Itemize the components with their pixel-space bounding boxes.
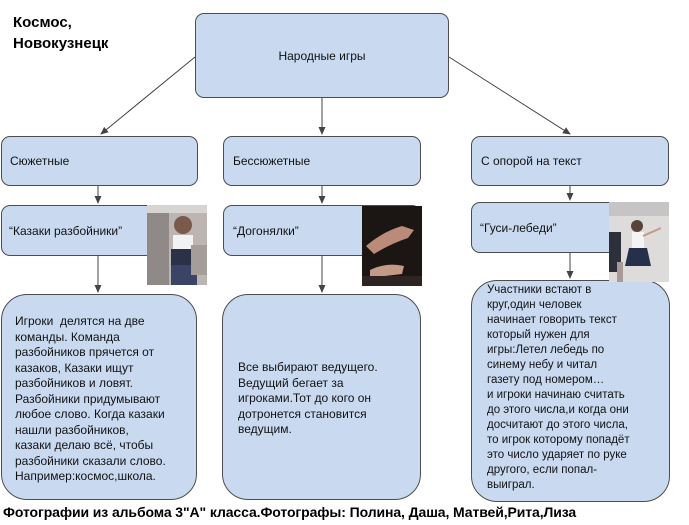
category-sujet-label: Сюжетные	[10, 154, 70, 168]
photo-dogonyalki-image	[362, 206, 422, 286]
game-kazaki-label: “Казаки разбойники”	[9, 223, 123, 238]
photo-kazaki	[147, 205, 207, 285]
description-dogonyalki	[222, 294, 421, 500]
title: Космос, Новокузнецк	[13, 14, 109, 52]
description-kazaki	[1, 294, 197, 500]
photo-dogonyalki	[362, 206, 422, 286]
photo-gusi-image	[609, 202, 669, 282]
root-label: Народные игры	[278, 48, 366, 63]
description-gusi-text: Участники встают в круг,один человек нач…	[487, 284, 630, 491]
category-text: С опорой на текст	[471, 136, 669, 186]
caption: Фотографии из альбома 3"А" класса.Фотогр…	[3, 504, 577, 520]
category-sujet: Сюжетные	[1, 136, 198, 186]
photo-gusi	[609, 202, 669, 282]
arrow-root-to-text	[448, 56, 571, 135]
arrow-root-to-sujet	[100, 56, 196, 135]
description-dogonyalki-text: Все выбирают ведущего. Ведущий бегает за…	[238, 360, 378, 436]
description-gusi	[471, 280, 670, 502]
category-bessujet: Бессюжетные	[223, 136, 421, 186]
category-text-label: С опорой на текст	[481, 154, 582, 168]
game-gusi-label: “Гуси-лебеди”	[480, 220, 557, 235]
category-bessujet-label: Бессюжетные	[233, 154, 311, 168]
game-dogonyalki-label: “Догонялки”	[233, 223, 299, 238]
photo-kazaki-image	[147, 205, 207, 285]
description-kazaki-text: Игроки делятся на две команды. Команда р…	[15, 314, 166, 483]
root-node: Народные игры	[195, 13, 449, 98]
